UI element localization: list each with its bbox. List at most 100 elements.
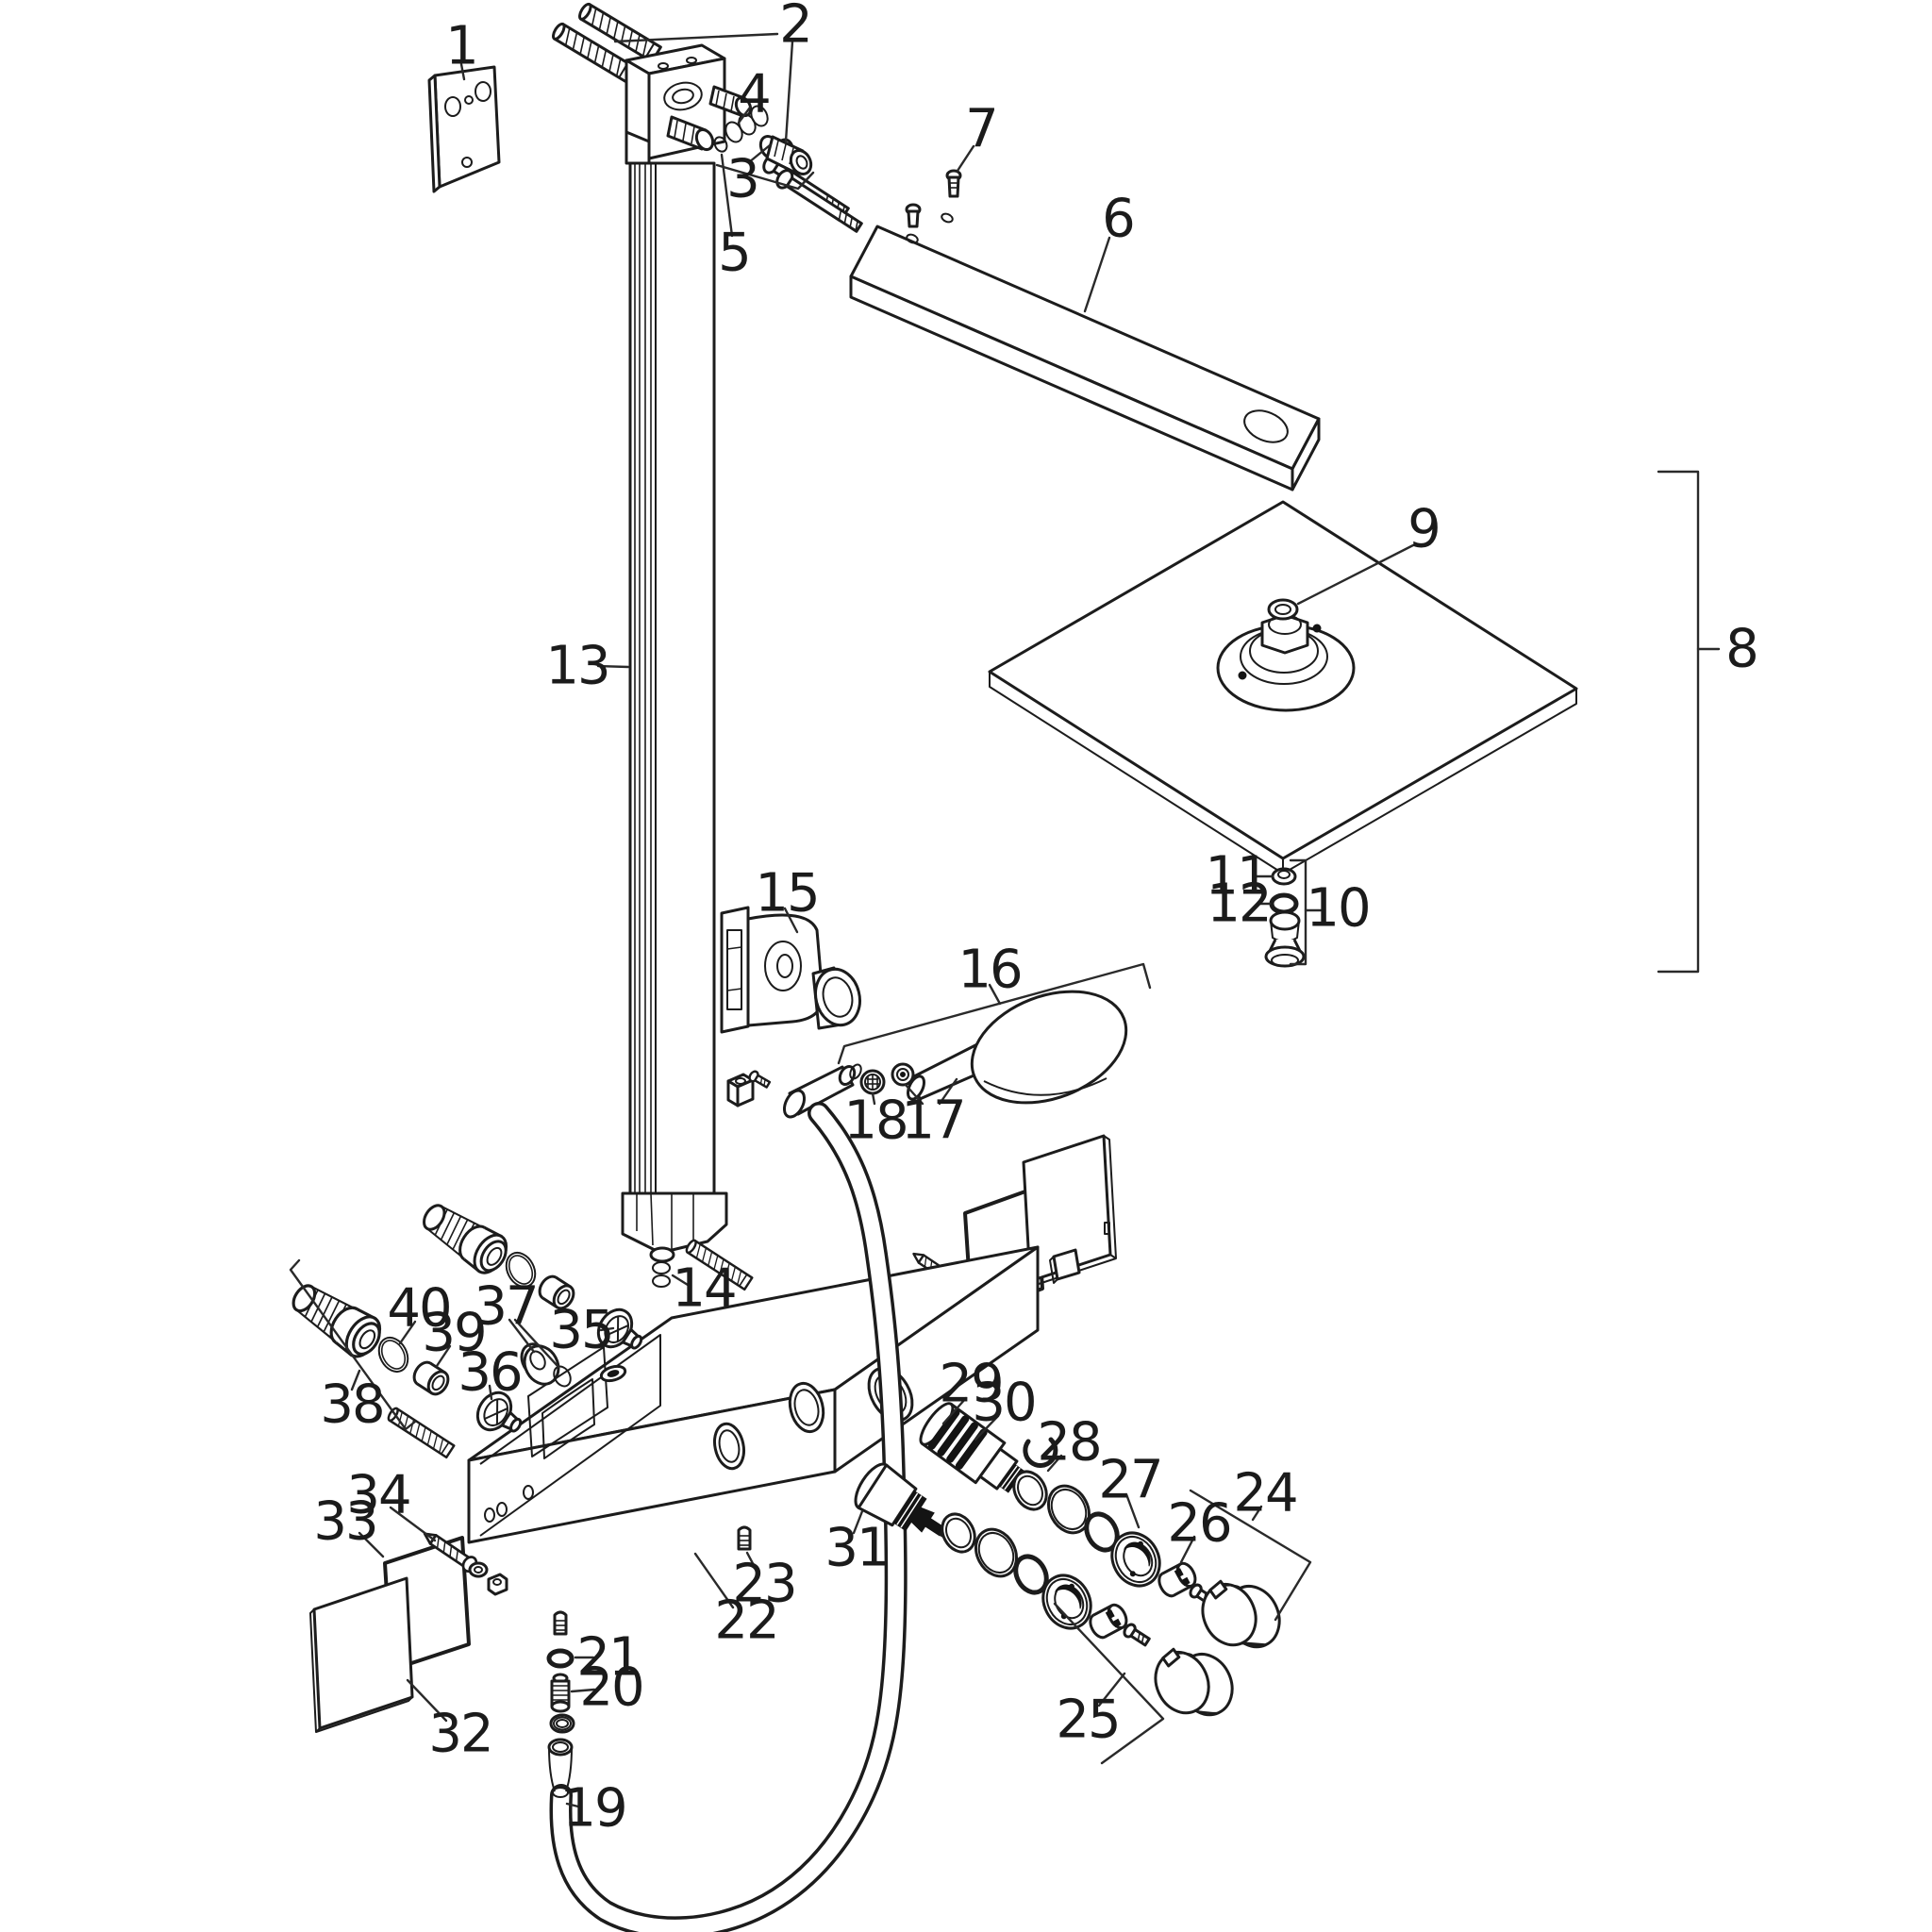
- hose-connector-20: [550, 1673, 571, 1713]
- part-label-6: 6: [1102, 189, 1134, 250]
- part-label-28: 28: [1037, 1412, 1100, 1474]
- ring-upper: [1047, 1484, 1091, 1535]
- part-label-31: 31: [824, 1518, 888, 1579]
- leader-17: [904, 1083, 924, 1106]
- ball-connector-10: [1264, 910, 1306, 968]
- oring-5: [713, 136, 728, 153]
- leader-18: [871, 1091, 876, 1106]
- leader-15: [783, 907, 799, 934]
- part-label-13: 13: [545, 636, 608, 697]
- cover-plate-32: [309, 1576, 414, 1733]
- leader-28: [1046, 1454, 1063, 1473]
- bar-end-orings-14: [652, 1261, 671, 1288]
- leader-37: [513, 1318, 560, 1369]
- part-label-36: 36: [458, 1342, 521, 1404]
- oring-40: [377, 1336, 409, 1374]
- part-label-20: 20: [579, 1657, 642, 1719]
- bracket-16: [837, 962, 1152, 1065]
- bracket-10: [1289, 858, 1307, 966]
- part-label-29: 29: [939, 1354, 1002, 1415]
- leader-29: [941, 1396, 968, 1425]
- part-label-33: 33: [313, 1491, 376, 1553]
- part-label-8: 8: [1725, 619, 1757, 680]
- leader-13: [596, 664, 630, 669]
- leader-19: [565, 1802, 580, 1808]
- part-label-16: 16: [958, 940, 1021, 1001]
- screw-set-34: [419, 1525, 508, 1596]
- part-label-25: 25: [1056, 1690, 1119, 1751]
- part-label-2: 2: [779, 0, 811, 56]
- leader-14: [671, 1274, 690, 1287]
- oring-21: [546, 1648, 575, 1669]
- oring-lower: [1013, 1554, 1049, 1595]
- part-label-7: 7: [965, 99, 997, 160]
- part-label-19: 19: [562, 1778, 625, 1840]
- handshower-16: [907, 990, 1128, 1105]
- bracket-38: [289, 1258, 417, 1431]
- ring-11: [1271, 867, 1297, 886]
- snap-ring-28: [1023, 1437, 1058, 1468]
- ring-lower: [974, 1527, 1018, 1578]
- part-label-40: 40: [387, 1278, 450, 1340]
- outlet-nipple-lower: [666, 115, 715, 152]
- part-label-24: 24: [1233, 1463, 1296, 1524]
- part-label-5: 5: [718, 223, 750, 284]
- part-label-26: 26: [1167, 1493, 1230, 1555]
- rosette: [1216, 613, 1356, 712]
- hose-19: [547, 1102, 908, 1932]
- leader-3: [747, 143, 772, 164]
- adapter-lower: [1089, 1603, 1128, 1640]
- leader-30: [974, 1414, 1000, 1441]
- holder-nut: [726, 1073, 755, 1108]
- seal-9: [1267, 598, 1299, 621]
- part-label-34: 34: [346, 1465, 409, 1526]
- leader-33: [358, 1531, 385, 1558]
- knob-25: [1154, 1647, 1234, 1717]
- part-label-17: 17: [901, 1091, 964, 1152]
- part-label-23: 23: [732, 1554, 795, 1615]
- leader-35: [599, 1326, 615, 1332]
- collar-upper: [1012, 1470, 1048, 1511]
- leader-24: [1251, 1505, 1263, 1522]
- leader-34: [389, 1506, 437, 1542]
- screws-7: [905, 169, 962, 228]
- bracket-24: [1189, 1489, 1312, 1622]
- leader-6: [1083, 236, 1111, 313]
- leader-20: [570, 1688, 596, 1693]
- oring-upper: [1084, 1511, 1120, 1553]
- leader-37: [508, 1318, 536, 1354]
- part-label-30: 30: [972, 1373, 1035, 1434]
- part-label-1: 1: [445, 16, 477, 77]
- leader-16: [988, 983, 1002, 1006]
- leader-9: [1296, 543, 1415, 606]
- hose-nipple: [782, 1063, 862, 1119]
- leader-5: [720, 153, 734, 238]
- washer-8: [549, 1713, 575, 1734]
- leader-31: [852, 1509, 864, 1535]
- shower-arm-6: [849, 212, 1321, 491]
- leader-25: [1097, 1672, 1126, 1707]
- leader-23: [745, 1551, 758, 1571]
- part-label-3: 3: [726, 149, 758, 210]
- connector-3: [758, 135, 813, 175]
- leader-1: [459, 62, 466, 81]
- leader-38: [350, 1369, 361, 1391]
- part-label-11: 11: [1205, 846, 1268, 908]
- bracket-8: [1657, 470, 1700, 974]
- part-label-38: 38: [320, 1374, 383, 1436]
- stop-ring-27: [1110, 1531, 1161, 1588]
- part-label-39: 39: [422, 1303, 485, 1364]
- part-label-37: 37: [474, 1276, 537, 1338]
- leader-32: [406, 1678, 448, 1723]
- leader-4: [737, 106, 752, 125]
- leader-2: [613, 32, 779, 43]
- leader-39: [435, 1344, 452, 1368]
- right-cover-plate: [1022, 1134, 1117, 1286]
- leader-40: [398, 1320, 417, 1345]
- collar-lower: [941, 1512, 976, 1554]
- leader-7: [956, 144, 975, 173]
- part-label-15: 15: [755, 863, 818, 924]
- leader-22: [693, 1552, 735, 1609]
